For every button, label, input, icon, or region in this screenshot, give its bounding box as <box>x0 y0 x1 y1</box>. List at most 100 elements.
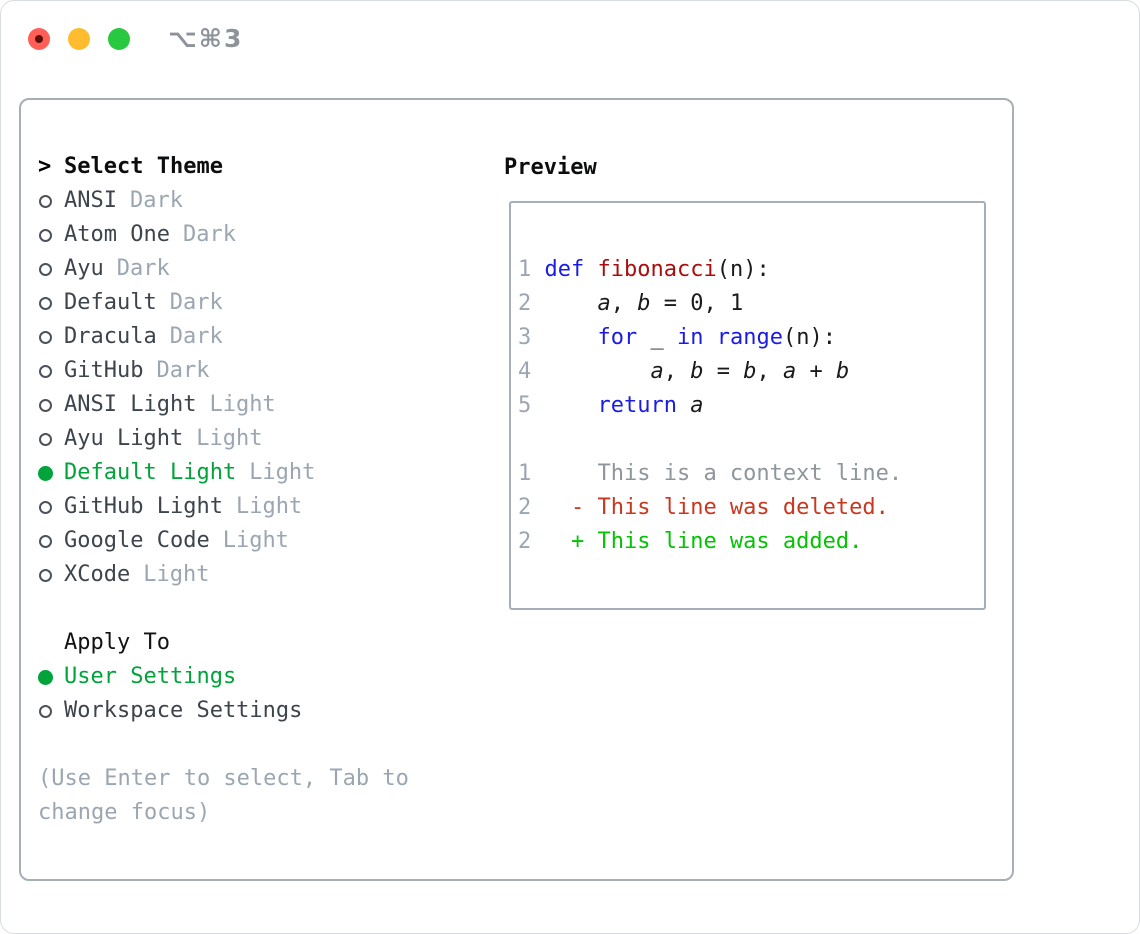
theme-list: ANSI Dark Atom One Dark Ayu Dark Default… <box>38 184 409 592</box>
code-segment: = 0, 1 <box>650 291 744 316</box>
code-segment: , <box>756 359 783 384</box>
apply-to-list: User Settings Workspace Settings <box>38 660 409 728</box>
theme-item-github-light[interactable]: GitHub Light Light <box>38 490 409 524</box>
item-tag: Light <box>235 494 303 519</box>
code-segment: b <box>835 359 850 384</box>
code-segment: (n): <box>716 257 770 282</box>
item-label: ANSI Light <box>64 392 197 417</box>
help-text-line-2: change focus) <box>38 800 211 825</box>
radio-cell <box>38 524 64 558</box>
radio-unselected-icon <box>39 262 52 276</box>
line-number: 2 <box>518 529 545 554</box>
line-number: 4 <box>518 359 545 384</box>
code-segment: , <box>663 359 691 384</box>
marker-spacer <box>38 626 64 660</box>
code-segment: b <box>690 359 704 384</box>
apply-to-title: Apply To <box>64 630 170 655</box>
radio-cell <box>38 422 64 456</box>
item-tag: Dark <box>169 290 223 315</box>
code-segment: a <box>690 393 704 418</box>
theme-item-default-light[interactable]: Default Light Light <box>38 456 409 490</box>
help-text-line-1: (Use Enter to select, Tab to <box>38 766 409 791</box>
radio-unselected-icon <box>39 398 52 412</box>
cursor-cell: > <box>38 150 64 184</box>
item-tag: Light <box>249 460 316 485</box>
item-label: ANSI <box>64 188 117 213</box>
code-segment: (n): <box>782 325 836 350</box>
theme-list-title: Select Theme <box>64 154 223 179</box>
code-segment: a <box>650 359 664 384</box>
radio-cell <box>38 694 64 728</box>
close-button[interactable] <box>28 28 50 50</box>
apply-option-user-settings[interactable]: User Settings <box>38 660 409 694</box>
code-segment <box>545 355 651 389</box>
item-label: Atom One <box>64 222 170 247</box>
code-segment: return <box>597 393 677 418</box>
radio-cell <box>38 286 64 320</box>
theme-item-dracula[interactable]: Dracula Dark <box>38 320 409 354</box>
radio-selected-icon <box>38 465 53 481</box>
theme-item-default[interactable]: Default Dark <box>38 286 409 320</box>
code-segment: b <box>743 359 757 384</box>
item-label: User Settings <box>64 664 237 689</box>
item-label: GitHub Light <box>64 494 223 519</box>
theme-item-atom-one[interactable]: Atom One Dark <box>38 218 409 252</box>
title-bar: ⌥⌘3 <box>1 1 1139 79</box>
code-segment: , <box>610 291 638 316</box>
code-segment <box>545 389 598 423</box>
theme-item-github[interactable]: GitHub Dark <box>38 354 409 388</box>
code-segment: b <box>637 291 651 316</box>
theme-item-ansi[interactable]: ANSI Dark <box>38 184 409 218</box>
code-segment: a <box>782 359 797 384</box>
item-tag: Light <box>143 562 210 587</box>
item-label: Default Light <box>64 460 237 485</box>
item-tag: Dark <box>182 222 236 247</box>
theme-item-ayu[interactable]: Ayu Dark <box>38 252 409 286</box>
item-tag: Dark <box>169 324 223 349</box>
preview-line: 1 def fibonacci(n): <box>518 253 984 287</box>
item-tag: Light <box>209 392 276 417</box>
theme-item-ayu-light[interactable]: Ayu Light Light <box>38 422 409 456</box>
item-label: Workspace Settings <box>64 698 303 723</box>
radio-cell <box>38 660 64 694</box>
preview-title: Preview <box>504 154 597 180</box>
radio-cell <box>38 218 64 252</box>
theme-item-ansi-light[interactable]: ANSI Light Light <box>38 388 409 422</box>
code-segment <box>584 253 597 287</box>
item-label: XCode <box>64 562 131 587</box>
item-label: Dracula <box>64 324 157 349</box>
code-segment: range <box>716 325 783 350</box>
preview-line: 2 a, b = 0, 1 <box>518 287 984 321</box>
code-segment: + This line was added. <box>544 529 863 554</box>
preview-line: 2 + This line was added. <box>518 525 984 559</box>
radio-unselected-icon <box>39 500 52 514</box>
item-tag: Light <box>196 426 263 451</box>
code-segment: This is a context line. <box>544 461 903 486</box>
item-tag: Light <box>222 528 289 553</box>
line-number: 2 <box>518 291 545 316</box>
radio-cell <box>38 388 64 422</box>
theme-item-xcode[interactable]: XCode Light <box>38 558 409 592</box>
spacer <box>38 728 409 762</box>
code-segment: in <box>676 325 704 350</box>
spacer <box>38 592 409 626</box>
code-segment: fibonacci <box>597 257 717 282</box>
theme-item-google-code[interactable]: Google Code Light <box>38 524 409 558</box>
line-number <box>518 423 545 457</box>
preview-line <box>518 423 984 457</box>
preview-line: 1 This is a context line. <box>518 457 984 491</box>
zoom-button[interactable] <box>108 28 130 50</box>
minimize-button[interactable] <box>68 28 90 50</box>
code-segment: _ <box>637 325 677 350</box>
window-title: ⌥⌘3 <box>168 24 244 53</box>
line-number: 2 <box>518 495 545 520</box>
line-number: 5 <box>518 393 545 418</box>
code-segment: a <box>597 291 611 316</box>
item-tag: Dark <box>129 188 183 213</box>
apply-to-header: Apply To <box>38 626 409 660</box>
code-segment <box>545 321 598 355</box>
line-number: 1 <box>518 461 545 486</box>
apply-option-workspace-settings[interactable]: Workspace Settings <box>38 694 409 728</box>
